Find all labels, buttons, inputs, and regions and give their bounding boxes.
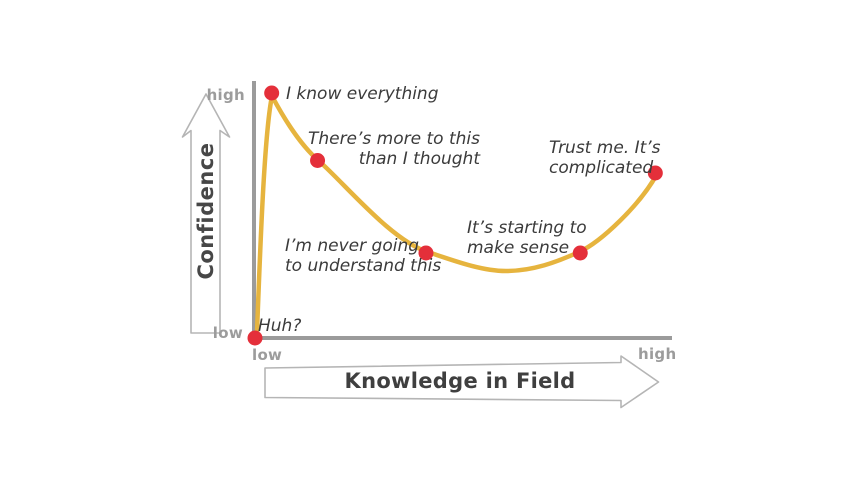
data-point-dot <box>572 245 588 261</box>
data-dots <box>247 85 663 346</box>
data-point-dot <box>247 330 263 346</box>
knowledge-arrow-shape <box>264 355 660 409</box>
data-point-dot <box>264 85 280 101</box>
data-point-dot <box>647 165 663 181</box>
y-axis-low-tag: low <box>212 324 243 342</box>
x-axis-high-tag: high <box>638 345 677 363</box>
data-point-dot <box>310 153 326 168</box>
data-point-dot <box>418 245 434 261</box>
annotation-more-than-thought: There’s more to this than I thought <box>307 129 480 169</box>
annotation-starting-make-sense: It’s starting to make sense <box>467 218 587 258</box>
annotation-never-understand: I’m never going to understand this <box>285 236 442 276</box>
annotation-huh: Huh? <box>258 316 302 336</box>
x-axis-low-tag: low <box>252 346 283 364</box>
y-axis-title: Confidence <box>194 142 218 280</box>
x-axis-title: Knowledge in Field <box>344 369 576 393</box>
y-axis-high-tag: high <box>206 86 245 104</box>
annotation-know-everything: I know everything <box>286 84 439 104</box>
confidence-arrow-shape <box>181 93 231 334</box>
annotation-trust-me-complicated: Trust me. It’s complicated <box>549 138 661 178</box>
